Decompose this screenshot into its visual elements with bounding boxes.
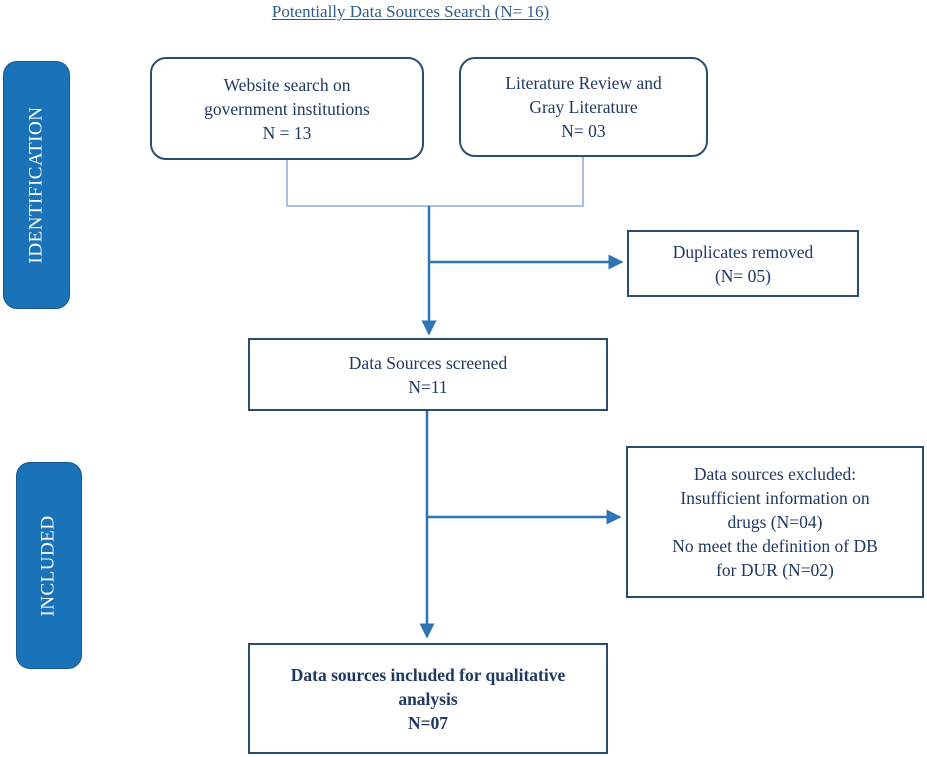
data-sources-excluded-line-1: Data sources excluded: bbox=[693, 464, 857, 484]
data-sources-excluded-box: Data sources excluded: Insufficient info… bbox=[626, 446, 924, 598]
data-sources-included-line-1: Data sources included for qualitative bbox=[290, 664, 566, 685]
website-search-box: Website search on government institution… bbox=[150, 57, 424, 160]
phase-identification: IDENTIFICATION bbox=[3, 61, 70, 309]
duplicates-removed-line-1: Duplicates removed bbox=[672, 241, 814, 262]
data-sources-screened-count: N=11 bbox=[408, 376, 448, 397]
data-sources-excluded-line-3: drugs (N=04) bbox=[727, 512, 823, 532]
literature-review-line-1: Literature Review and bbox=[505, 73, 662, 93]
diagram-title: Potentially Data Sources Search (N= 16) bbox=[271, 2, 550, 21]
data-sources-screened-line-1: Data Sources screened bbox=[348, 352, 508, 373]
website-search-line-2: government institutions bbox=[204, 98, 370, 119]
data-sources-excluded-line-5: for DUR (N=02) bbox=[716, 560, 834, 580]
website-search-line-1: Website search on bbox=[223, 74, 351, 95]
literature-review-count: N= 03 bbox=[561, 121, 606, 141]
data-sources-included-box: Data sources included for qualitative an… bbox=[248, 643, 608, 754]
duplicates-removed-count: (N= 05) bbox=[714, 265, 772, 286]
data-sources-excluded-line-2: Insufficient information on bbox=[680, 488, 870, 508]
website-search-count: N = 13 bbox=[262, 122, 312, 143]
data-sources-included-line-2: analysis bbox=[398, 688, 458, 709]
literature-review-line-2: Gray Literature bbox=[529, 97, 638, 117]
data-sources-included-count: N=07 bbox=[407, 712, 449, 733]
literature-review-box: Literature Review and Gray Literature N=… bbox=[459, 57, 708, 157]
data-sources-screened-box: Data Sources screened N=11 bbox=[248, 338, 608, 411]
duplicates-removed-box: Duplicates removed (N= 05) bbox=[627, 230, 859, 297]
phase-included: INCLUDED bbox=[16, 462, 82, 669]
data-sources-excluded-line-4: No meet the definition of DB bbox=[672, 536, 878, 556]
merge-connector bbox=[286, 157, 584, 207]
